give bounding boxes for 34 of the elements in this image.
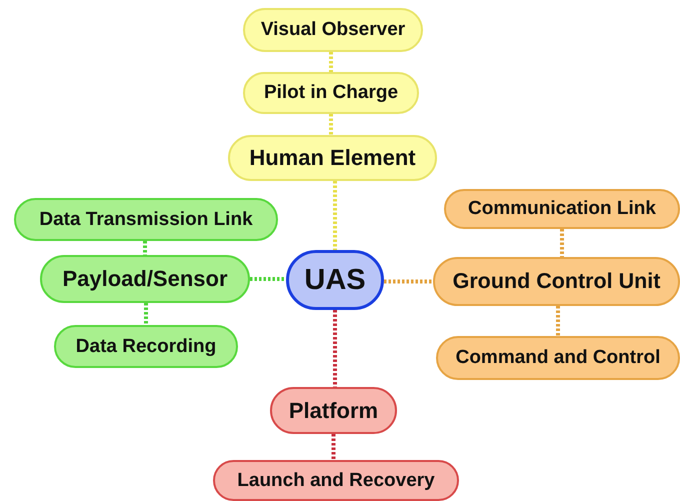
node-label: Payload/Sensor xyxy=(62,266,228,292)
node-label: Command and Control xyxy=(456,347,660,369)
dotted-connector xyxy=(144,303,148,325)
dotted-connector xyxy=(560,229,564,257)
node-label: Communication Link xyxy=(468,198,656,220)
node-label: UAS xyxy=(304,264,366,296)
topic-node xyxy=(444,189,680,229)
topic-node xyxy=(40,255,250,303)
topic-node xyxy=(54,325,238,368)
topic-node xyxy=(228,135,437,181)
node-label: Pilot in Charge xyxy=(264,82,398,104)
dotted-connector xyxy=(333,181,337,250)
dotted-connector xyxy=(250,277,286,281)
dotted-connector xyxy=(332,434,336,460)
dotted-connector xyxy=(333,310,337,387)
topic-node xyxy=(433,257,680,306)
dotted-connector xyxy=(384,280,433,284)
topic-node xyxy=(436,336,680,380)
topic-node xyxy=(243,8,423,52)
topic-node xyxy=(14,198,278,241)
node-label: Data Transmission Link xyxy=(39,208,253,230)
node-label: Human Element xyxy=(249,145,416,171)
node-label: Ground Control Unit xyxy=(452,269,660,294)
topic-node xyxy=(213,460,459,501)
dotted-connector xyxy=(143,241,147,255)
node-label: Platform xyxy=(288,398,378,424)
node-label: Visual Observer xyxy=(260,19,406,41)
node-label: Launch and Recovery xyxy=(237,470,435,492)
dotted-connector xyxy=(556,306,560,336)
dotted-connector xyxy=(329,52,333,72)
dotted-connector xyxy=(329,114,333,135)
topic-node xyxy=(243,72,419,114)
node-label: Data Recording xyxy=(76,336,216,358)
topic-node xyxy=(270,387,397,434)
